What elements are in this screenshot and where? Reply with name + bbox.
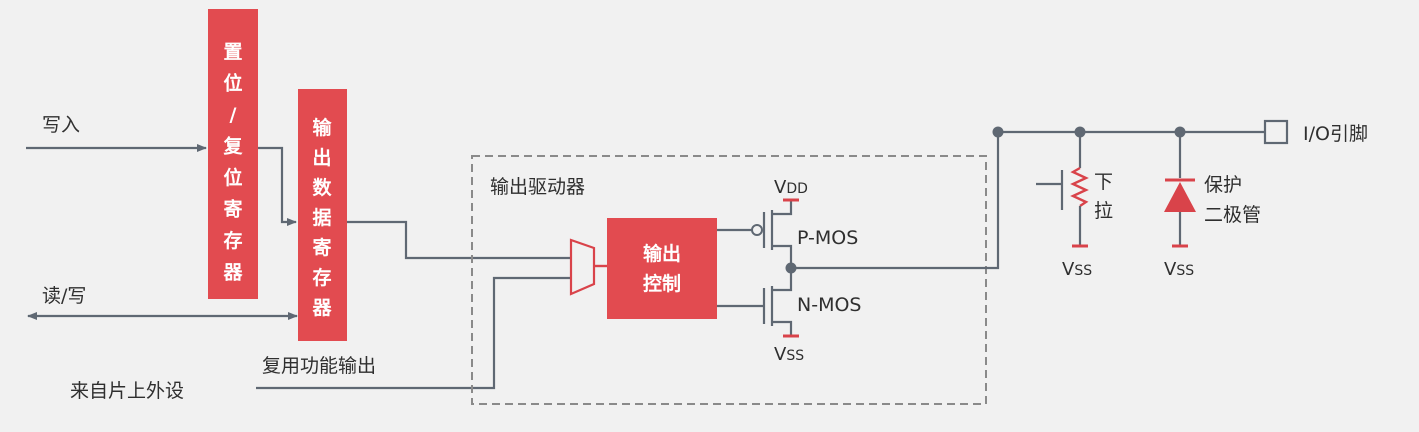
output-control-label-1: 输出 [643,242,681,265]
register-char: 复 [222,135,243,158]
write-label: 写入 [42,114,80,136]
register-char: 位 [223,166,242,189]
set-reset-to-odr-wire [257,146,297,226]
protection-diode-icon [1164,132,1196,246]
read-write-label: 读/写 [42,285,86,307]
register-char: 据 [312,206,331,229]
register-char: 位 [223,72,242,95]
vdd-label: VDD [774,177,808,198]
output-driver-box [471,155,987,405]
register-char: 输 [312,116,332,139]
set-reset-register [208,9,258,299]
register-char: 置 [223,41,242,63]
pmos-gate-bubble [751,224,763,236]
io-pin-icon [1263,119,1289,145]
register-char: 器 [222,262,243,284]
vss-label-driver: VSS [774,344,804,365]
output-wire [791,132,1000,270]
register-char: 存 [223,229,242,252]
vss-label-pulldown: VSS [1062,259,1092,280]
multiplexer [569,238,596,296]
vss-label-diode: VSS [1164,259,1194,280]
register-char: 数 [312,176,332,199]
nmos-label: N-MOS [797,294,861,316]
alt-function-label: 复用功能输出 [262,355,376,377]
register-char: 存 [312,266,331,289]
register-char: 寄 [223,198,242,221]
pmos-transistor [762,200,793,268]
io-pin-label: I/O引脚 [1303,123,1368,145]
register-char: 出 [312,146,331,169]
pull-down-label-1: 下 [1094,171,1113,193]
output-control-label-2: 控制 [643,272,681,295]
pull-down-resistor [1036,132,1089,246]
odr-to-mux-wire [347,220,570,260]
output-driver-title: 输出驱动器 [490,176,585,198]
register-char: 寄 [312,236,331,259]
peripheral-label: 来自片上外设 [70,380,184,402]
output-control-block [607,218,717,319]
output-data-register [298,89,347,341]
pmos-label: P-MOS [797,227,858,249]
peripheral-wire [256,276,570,390]
register-char: / [230,104,237,126]
io-node-1 [992,126,1004,138]
register-char: 器 [311,297,332,319]
nmos-transistor [762,268,793,336]
diode-label-2: 二极管 [1204,204,1261,226]
pull-down-label-2: 拉 [1094,200,1113,222]
diode-label-1: 保护 [1204,174,1242,196]
